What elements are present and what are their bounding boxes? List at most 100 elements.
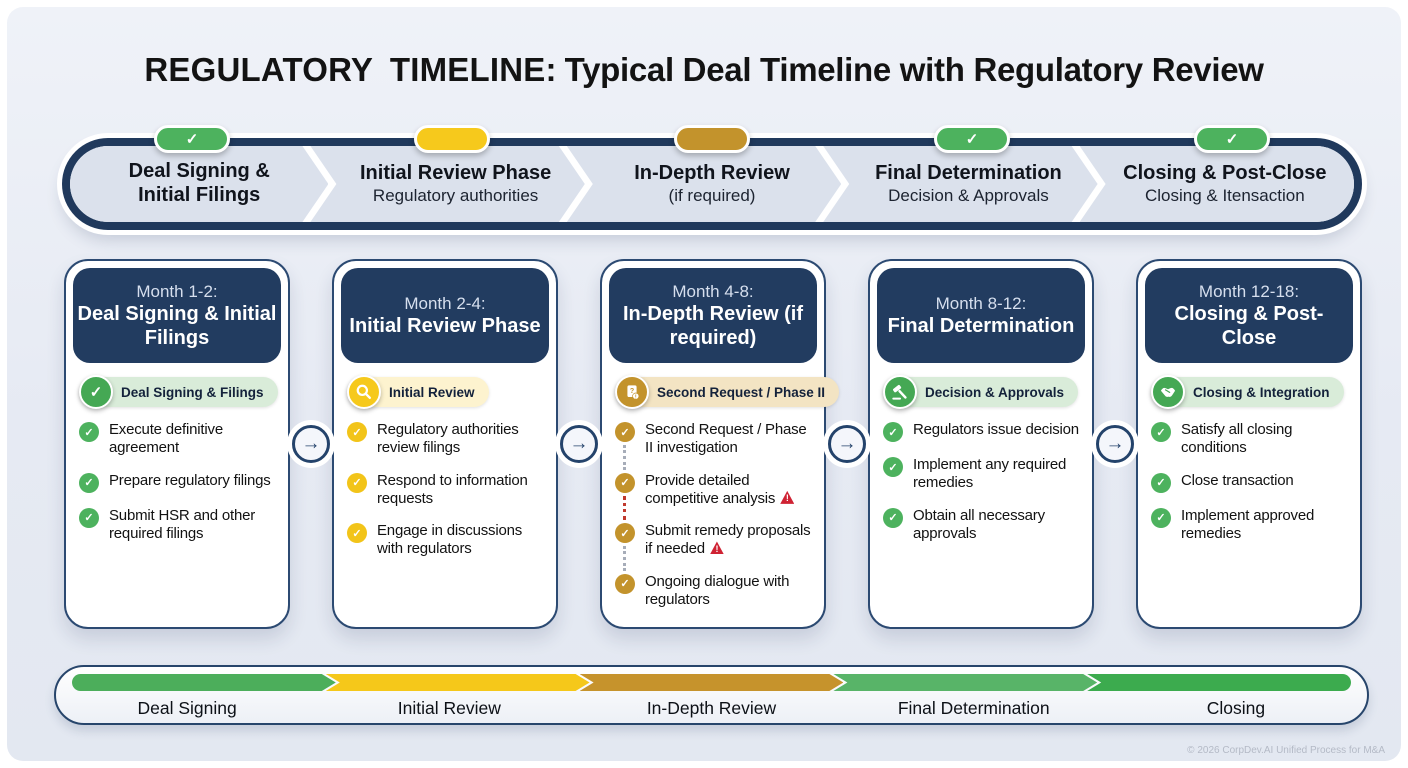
card-in-depth-review: Month 4-8: In-Depth Review (if required)… (600, 259, 840, 629)
card-title: Deal Signing & Initial Filings (77, 303, 277, 350)
title-emphasis: REGULATORY TIMELINE: (144, 51, 557, 88)
phase-subtitle: Closing & Itensaction (1144, 186, 1305, 206)
list-item: Regulators issue decision (883, 421, 1083, 442)
handshake-icon (1151, 375, 1185, 409)
gavel-icon (883, 375, 917, 409)
arrow-right-icon: → (1096, 425, 1134, 463)
tag-initial-review: Initial Review (347, 375, 547, 409)
task-list: Second Request / Phase II investigation … (609, 421, 817, 609)
phase-title: Final Determination (875, 161, 1062, 184)
task-list: Satisfy all closing conditions Close tra… (1145, 421, 1353, 543)
list-item: Regulatory authorities review filings (347, 421, 547, 458)
copyright-text: © 2026 CorpDev.AI Unified Process for M&… (1187, 745, 1385, 756)
page-title: REGULATORY TIMELINE:Typical Deal Timelin… (7, 51, 1401, 89)
check-circle-icon (347, 523, 367, 544)
phase-title: Closing & Post-Close (1123, 161, 1327, 184)
list-item: Provide detailed competitive analysis (615, 472, 815, 520)
card-connector: → (1094, 259, 1136, 629)
list-item: Obtain all necessary approvals (883, 507, 1083, 544)
document-question-icon: ?! (615, 375, 649, 409)
check-circle-icon (615, 573, 635, 594)
search-icon (347, 375, 381, 409)
list-item: Submit remedy proposals if needed (615, 522, 815, 571)
progress-label: Initial Review (397, 698, 501, 718)
card-title: In-Depth Review (if required) (622, 303, 803, 350)
list-item: Execute definitive agreement (79, 421, 279, 458)
check-circle-icon (615, 422, 635, 442)
list-item: Satisfy all closing conditions (1151, 421, 1351, 458)
card-connector: → (558, 259, 600, 629)
card-final-determination: Month 8-12: Final Determination Decision… (868, 259, 1094, 629)
phase-chevron-closing: Closing & Post-Close Closing & Itensacti… (1079, 146, 1354, 222)
progress-segment-closing (1087, 674, 1351, 691)
check-circle-icon (883, 422, 903, 442)
tag-decision-approvals: Decision & Approvals (883, 375, 1083, 409)
check-badge-icon: ✓ (934, 125, 1010, 153)
check-badge-icon: ✓ (154, 125, 230, 153)
check-badge-icon: ✓ (1194, 125, 1270, 153)
check-circle-icon (883, 457, 903, 477)
progress-segment-final-determination (833, 674, 1097, 691)
arrow-right-icon: → (560, 425, 598, 463)
phase-title: Deal Signing & Initial Filings (128, 160, 270, 206)
tag-second-request: ?! Second Request / Phase II (615, 375, 840, 409)
card-header: Month 12-18: Closing & Post-Close (1145, 268, 1353, 363)
phase-subtitle: (if required) (668, 186, 756, 206)
infographic-page: REGULATORY TIMELINE:Typical Deal Timelin… (7, 7, 1401, 761)
svg-text:?: ? (630, 387, 634, 395)
tag-closing-integration: Closing & Integration (1151, 375, 1351, 409)
card-month: Month 4-8: (672, 281, 754, 301)
progress-track (72, 674, 1351, 691)
progress-label: Closing (1206, 698, 1266, 718)
task-list: Regulators issue decision Implement any … (877, 421, 1085, 543)
progress-label: Deal Signing (137, 698, 237, 718)
warning-icon (780, 490, 795, 504)
card-title: Initial Review Phase (349, 315, 541, 338)
phase-subtitle: Regulatory authorities (372, 186, 539, 206)
check-circle-icon (79, 422, 99, 442)
progress-labels: Deal Signing Initial Review In-Depth Rev… (56, 698, 1367, 719)
phase-subtitle: Decision & Approvals (888, 186, 1049, 206)
arrow-right-icon: → (292, 425, 330, 463)
phase-title: In-Depth Review (634, 161, 790, 184)
tag-deal-signing-filings: ✓ Deal Signing & Filings (79, 375, 279, 409)
task-list: Execute definitive agreement Prepare reg… (73, 421, 281, 543)
list-item: Engage in discussions with regulators (347, 522, 547, 559)
phase-banner-track: Deal Signing & Initial Filings Initial R… (70, 146, 1354, 222)
check-circle-icon (615, 523, 635, 544)
card-deal-signing: Month 1-2: Deal Signing & Initial Filing… (64, 259, 290, 629)
card-closing-post-close: Month 12-18: Closing & Post-Close Closin… (1136, 259, 1362, 629)
check-icon: ✓ (79, 375, 113, 409)
card-header: Month 4-8: In-Depth Review (if required) (609, 268, 817, 363)
card-title: Final Determination (887, 315, 1075, 338)
check-circle-icon (347, 422, 367, 442)
card-connector: → (290, 259, 332, 629)
card-month: Month 1-2: (136, 281, 218, 301)
list-item: Implement approved remedies (1151, 507, 1351, 544)
warning-icon (709, 541, 724, 555)
card-title: Closing & Post-Close (1174, 303, 1324, 350)
check-circle-icon (1151, 472, 1171, 493)
card-month: Month 8-12: (935, 293, 1027, 313)
list-item: Second Request / Phase II investigation (615, 421, 815, 470)
card-month: Month 12-18: (1198, 281, 1300, 301)
status-badge-icon (414, 125, 490, 153)
list-item: Implement any required remedies (883, 456, 1083, 493)
phase-chevron-in-depth-review: In-Depth Review (if required) (567, 146, 841, 222)
check-circle-icon (79, 507, 99, 528)
check-circle-icon (79, 472, 99, 493)
check-circle-icon (1151, 422, 1171, 442)
check-circle-icon (883, 507, 903, 528)
card-connector: → (826, 259, 868, 629)
check-circle-icon (615, 472, 635, 493)
card-initial-review: Month 2-4: Initial Review Phase Initial … (332, 259, 558, 629)
card-month: Month 2-4: (404, 293, 486, 313)
list-item: Submit HSR and other required filings (79, 507, 279, 544)
list-item: Prepare regulatory filings (79, 472, 279, 493)
title-rest: Typical Deal Timeline with Regulatory Re… (564, 51, 1264, 88)
phase-title: Initial Review Phase (360, 161, 552, 184)
check-circle-icon (347, 472, 367, 493)
progress-label: Final Determination (897, 698, 1050, 718)
card-header: Month 2-4: Initial Review Phase (341, 268, 549, 363)
svg-text:!: ! (635, 394, 637, 400)
